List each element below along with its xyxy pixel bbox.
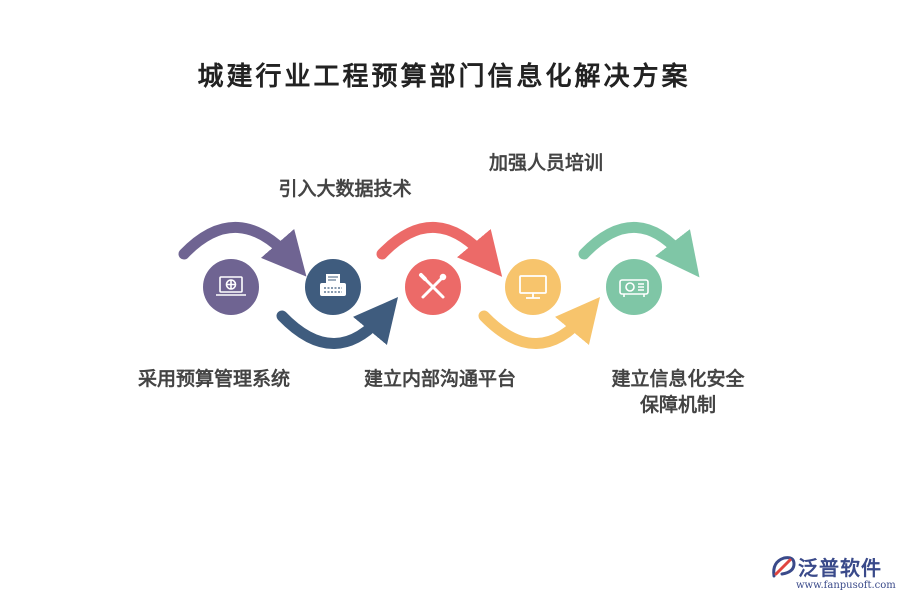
logo-name: 泛普软件 (798, 556, 882, 580)
step-4-label: 加强人员培训 (488, 152, 603, 174)
projector-icon (619, 279, 649, 297)
arc-3 (376, 222, 503, 277)
arc-5 (578, 222, 700, 278)
step-5-node (606, 259, 662, 315)
typewriter-icon (320, 274, 346, 296)
step-2-node (305, 259, 361, 315)
page-title: 城建行业工程预算部门信息化解决方案 (197, 62, 691, 92)
logo-url: www.fanpusoft.com (796, 580, 896, 591)
brand-logo: 泛普软件 www.fanpusoft.com (770, 552, 896, 598)
step-5-label: 建立信息化安全 保障机制 (598, 366, 758, 418)
tools-icon (419, 273, 447, 299)
step-3-label: 建立内部沟通平台 (363, 368, 516, 390)
step-1-label: 采用预算管理系统 (137, 368, 290, 390)
fanpu-logo-icon (772, 556, 796, 578)
step-3-node (405, 259, 461, 315)
step-1-node (203, 259, 259, 315)
arc-1 (178, 222, 307, 277)
arc-2 (276, 297, 399, 349)
step-4-node (505, 259, 561, 315)
step-5-label-line-1: 建立信息化安全 (611, 368, 745, 390)
laptop-globe-icon (216, 276, 246, 296)
arc-4 (478, 297, 601, 349)
monitor-icon (519, 275, 547, 299)
step-2-label: 引入大数据技术 (278, 178, 412, 200)
step-5-label-line-2: 保障机制 (639, 394, 716, 416)
